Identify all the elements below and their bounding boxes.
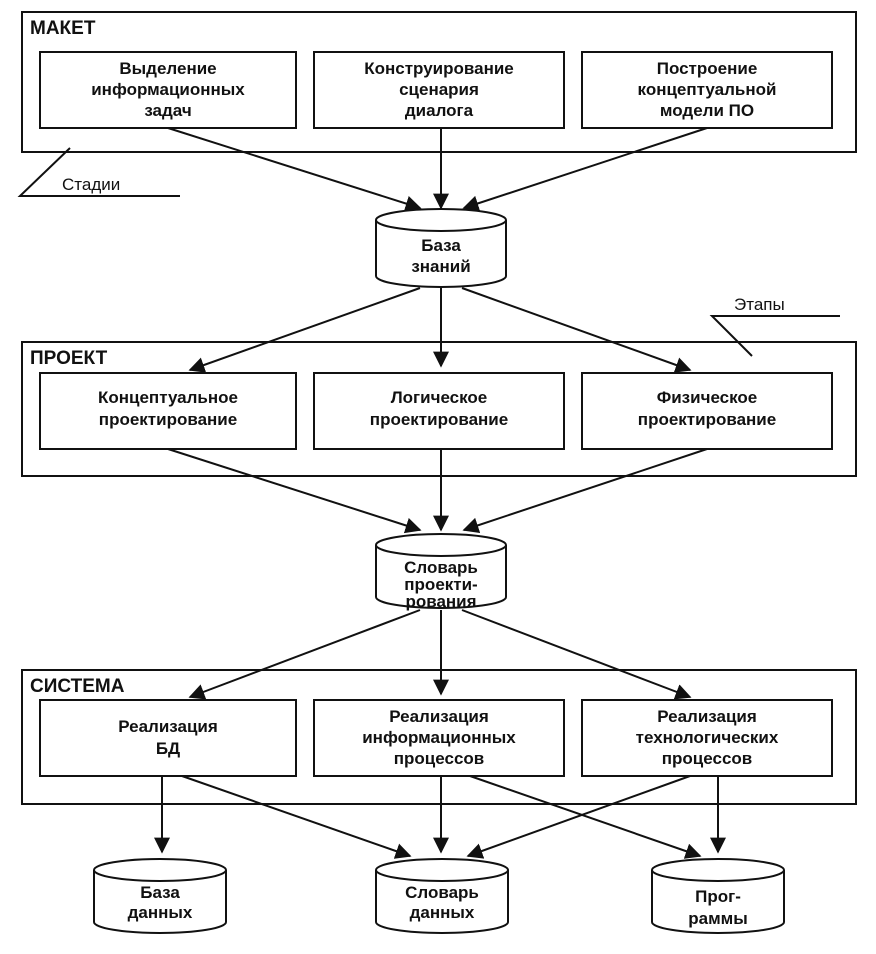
arrows-sistema-to-stores [154, 775, 726, 859]
store-knowledge-base-line-1: База [421, 236, 461, 255]
box-dialog-scenario: Конструирование сценария диалога [313, 51, 565, 129]
box-db-implementation-line-2: БД [156, 739, 180, 758]
phases-callout-leader [709, 315, 840, 357]
arrow-tasks-to-kb [167, 127, 422, 212]
store-programs-line-2: раммы [688, 909, 748, 928]
box-conceptual-model-line-1: Построение [657, 59, 758, 78]
store-database: База данных [93, 858, 227, 934]
box-physical-design: Физическое проектирование [581, 372, 833, 450]
box-conceptual-model: Построение концептуальной модели ПО [581, 51, 833, 129]
stage-proekt: ПРОЕКТ Концептуальное проектирование Лог… [21, 341, 857, 477]
store-knowledge-base-line-2: знаний [411, 257, 470, 276]
stages-callout: Стадии [17, 147, 180, 197]
box-logical-design-line-1: Логическое [391, 388, 488, 407]
phases-callout-label: Этапы [734, 295, 785, 314]
arrows-maket-to-kb [167, 127, 708, 212]
store-database-line-1: База [140, 883, 180, 902]
store-data-dictionary: Словарь данных [375, 858, 509, 934]
arrow-info-impl-to-programs [469, 775, 702, 859]
store-data-dictionary-line-1: Словарь [405, 883, 479, 902]
store-data-dictionary-line-2: данных [410, 903, 475, 922]
box-tech-processes-line-2: технологических [636, 728, 779, 747]
arrow-kb-to-conceptual [188, 287, 421, 373]
stage-maket-frame [21, 11, 857, 153]
store-design-dictionary-line-3: рования [405, 592, 476, 611]
box-conceptual-design: Концептуальное проектирование [39, 372, 297, 450]
box-logical-design-line-2: проектирование [370, 410, 508, 429]
box-info-processes-line-3: процессов [394, 749, 484, 768]
box-tech-processes-line-3: процессов [662, 749, 752, 768]
box-db-implementation-line-1: Реализация [118, 717, 218, 736]
box-information-tasks: Выделение информационных задач [39, 51, 297, 129]
stages-callout-leader [17, 147, 180, 197]
store-design-dictionary-line-2: проекти- [404, 575, 477, 594]
arrow-kb-to-physical [461, 287, 692, 373]
stage-sistema-label: СИСТЕМА [30, 676, 125, 697]
store-knowledge-base: База знаний [375, 208, 507, 288]
stage-proekt-frame [21, 341, 857, 477]
store-programs: Прог- раммы [651, 858, 785, 934]
stage-sistema-frame [21, 669, 857, 805]
stage-sistema: СИСТЕМА Реализация БД Реализация информа… [21, 669, 857, 805]
store-database-line-2: данных [128, 903, 193, 922]
arrow-physical-to-dict [462, 448, 708, 534]
arrow-model-to-kb [462, 127, 708, 212]
phases-callout: Этапы [709, 295, 840, 357]
box-dialog-scenario-line-1: Конструирование [364, 59, 514, 78]
box-info-processes-line-2: информационных [362, 728, 516, 747]
stage-proekt-label: ПРОЕКТ [30, 348, 108, 369]
box-dialog-scenario-line-2: сценария [399, 80, 479, 99]
stages-callout-label: Стадии [62, 175, 120, 194]
box-physical-design-line-2: проектирование [638, 410, 776, 429]
box-information-tasks-line-3: задач [144, 101, 191, 120]
box-info-processes-implementation: Реализация информационных процессов [313, 699, 565, 777]
box-information-tasks-line-2: информационных [91, 80, 245, 99]
store-programs-line-1: Прог- [695, 887, 741, 906]
box-dialog-scenario-line-3: диалога [405, 101, 474, 120]
box-information-tasks-line-1: Выделение [119, 59, 216, 78]
arrows-dict-to-sistema [188, 609, 692, 700]
arrows-kb-to-proekt [188, 287, 692, 373]
box-physical-design-line-1: Физическое [657, 388, 758, 407]
arrow-conceptual-to-dict [167, 448, 422, 534]
box-tech-processes-line-1: Реализация [657, 707, 757, 726]
stage-maket-label: МАКЕТ [30, 18, 96, 39]
arrow-tech-impl-to-data-dict [466, 775, 691, 859]
box-conceptual-model-line-3: модели ПО [660, 101, 754, 120]
box-conceptual-design-line-2: проектирование [99, 410, 237, 429]
box-conceptual-model-line-2: концептуальной [638, 80, 777, 99]
box-tech-processes-implementation: Реализация технологических процессов [581, 699, 833, 777]
arrows-proekt-to-dict [167, 448, 708, 534]
arrow-dict-to-tech-impl [461, 609, 692, 700]
box-info-processes-line-1: Реализация [389, 707, 489, 726]
box-logical-design: Логическое проектирование [313, 372, 565, 450]
arrow-db-impl-to-data-dict [181, 775, 412, 859]
stage-maket: МАКЕТ Выделение информационных задач Кон… [21, 11, 857, 153]
arrow-dict-to-db-impl [188, 609, 421, 700]
box-db-implementation: Реализация БД [39, 699, 297, 777]
store-design-dictionary-line-1: Словарь [404, 558, 478, 577]
store-design-dictionary: Словарь проекти- рования [375, 533, 507, 611]
box-conceptual-design-line-1: Концептуальное [98, 388, 238, 407]
